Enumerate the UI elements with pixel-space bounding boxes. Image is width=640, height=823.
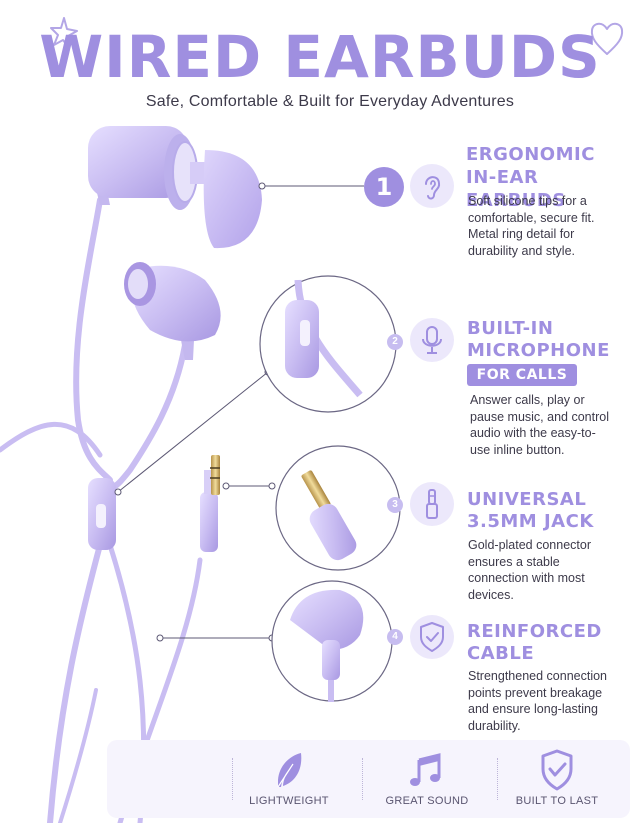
shield-check-icon: [410, 615, 454, 659]
benefit-lightweight: LIGHTWEIGHT: [219, 740, 359, 818]
page-subtitle: Safe, Comfortable & Built for Everyday A…: [145, 93, 515, 110]
feature-2-description: Answer calls, play or pause music, and c…: [470, 393, 609, 457]
benefits-bar: LIGHTWEIGHT GREAT SOUND BUILT TO LAST: [107, 740, 630, 818]
page-title: WIRED EARBUDS: [39, 23, 601, 91]
feature-3-description: Gold-plated connector ensures a stable c…: [468, 538, 591, 602]
star-icon: [50, 17, 78, 49]
feature-number-4: 4: [387, 629, 403, 645]
benefit-label: LIGHTWEIGHT: [249, 795, 329, 807]
feature-1-title-line2: IN-EAR EARBUDS: [466, 167, 566, 211]
divider: [232, 758, 233, 800]
benefit-great-sound: GREAT SOUND: [357, 740, 497, 818]
divider: [497, 758, 498, 800]
feature-number-1: 1: [364, 167, 404, 207]
feature-1-description: Soft silicone tips for a comfortable, se…: [468, 194, 595, 258]
audio-jack-icon: [410, 482, 454, 526]
music-note-icon: [410, 753, 441, 786]
ear-icon: [410, 164, 454, 208]
feature-1-title-line1: ERGONOMIC: [466, 144, 595, 165]
feature-2-title-line1: BUILT-IN: [467, 318, 554, 339]
feature-4-title-line1: REINFORCED: [467, 621, 602, 642]
benefit-built-to-last: BUILT TO LAST: [487, 740, 627, 818]
benefit-label: BUILT TO LAST: [515, 795, 599, 807]
feature-2-title-line2: MICROPHONE: [467, 340, 610, 361]
benefit-label: GREAT SOUND: [385, 795, 469, 807]
feature-3-title-line2: 3.5MM JACK: [467, 511, 594, 532]
feather-icon: [277, 753, 302, 788]
heart-icon: [590, 22, 624, 55]
feature-number-3: 3: [387, 497, 403, 513]
for-calls-badge: FOR CALLS: [467, 364, 577, 386]
shield-check-icon: [541, 749, 573, 791]
feature-3-title-line1: UNIVERSAL: [467, 489, 587, 510]
feature-4-description: Strengthened connection points prevent b…: [468, 669, 607, 733]
feature-number-2: 2: [387, 334, 403, 350]
divider: [362, 758, 363, 800]
feature-4-title-line2: CABLE: [467, 643, 535, 664]
microphone-icon: [410, 318, 454, 362]
